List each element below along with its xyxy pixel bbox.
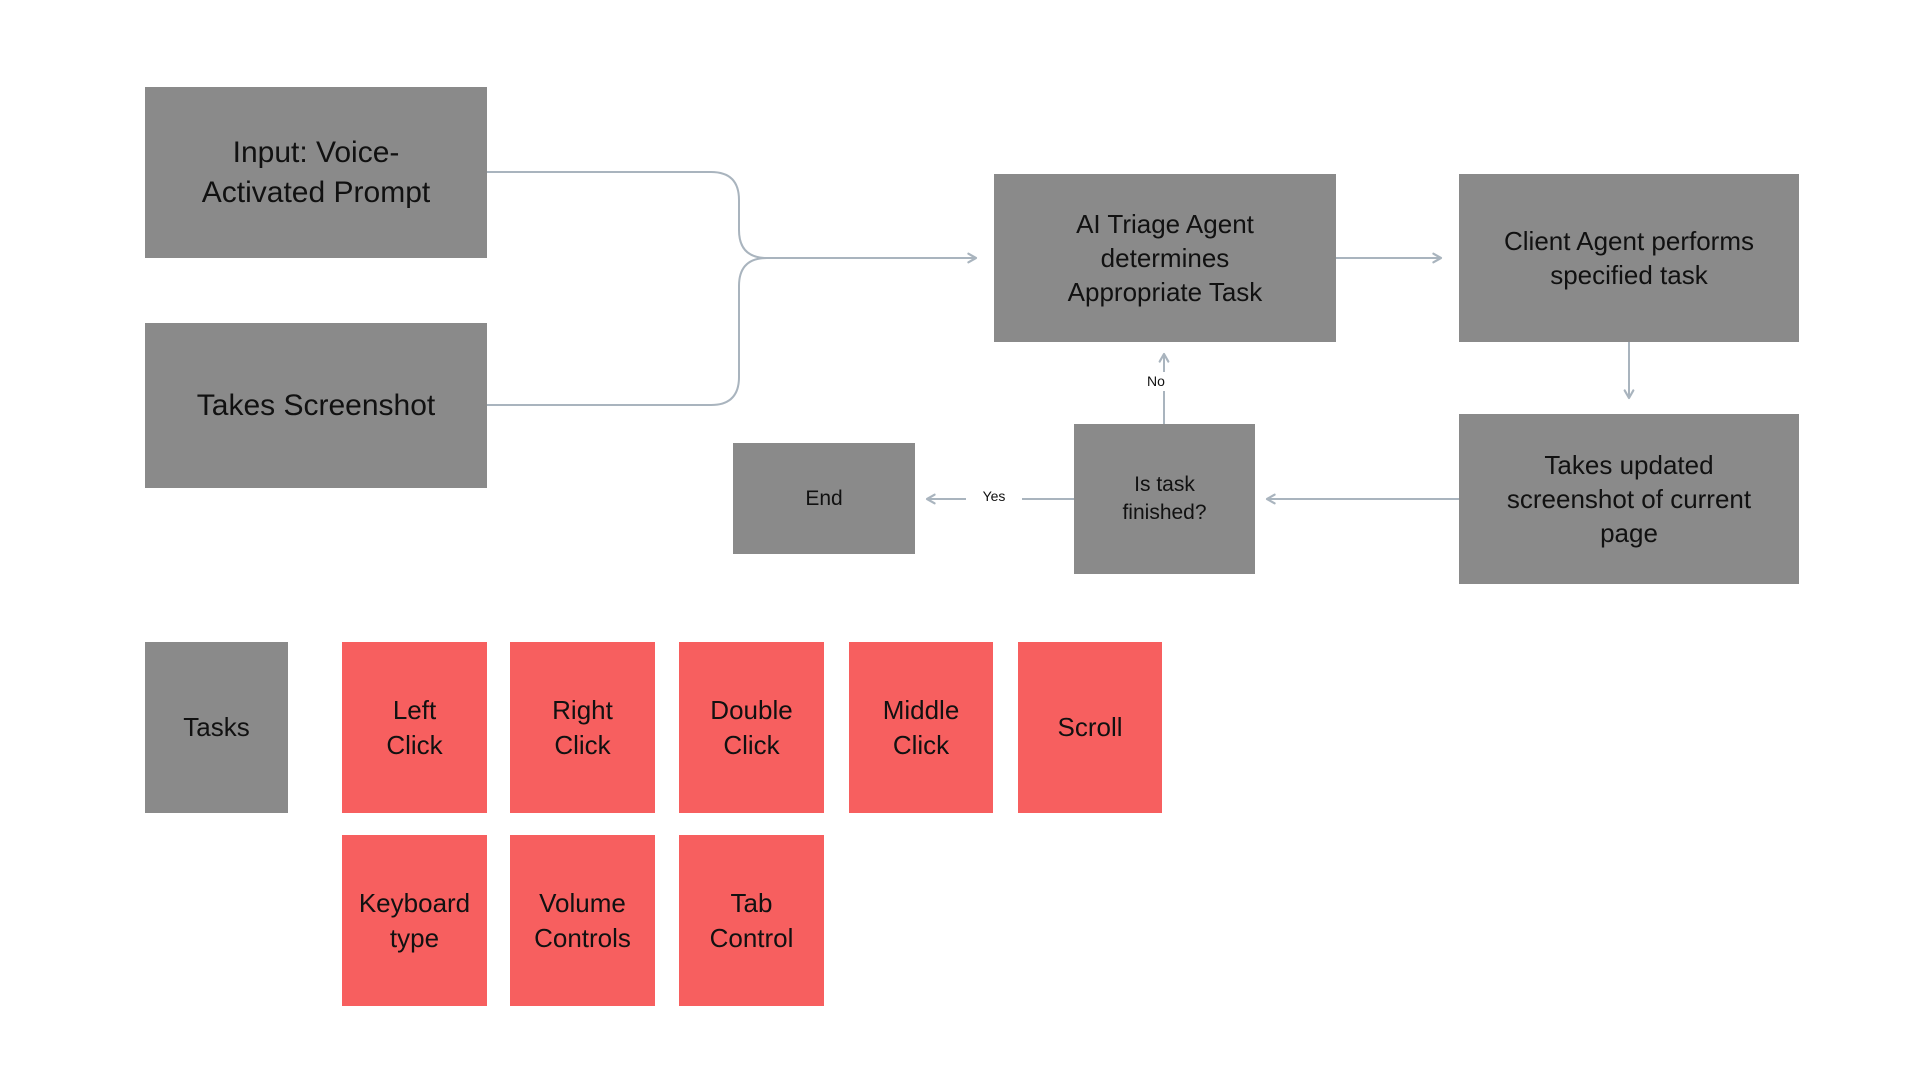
node-label: Client Agent performs specified task: [1503, 225, 1754, 290]
edge-label-yes: Yes: [966, 487, 1022, 506]
task-scroll: Scroll: [1018, 642, 1162, 813]
node-label: Scroll: [1057, 712, 1123, 743]
edge-screenshot-to-junction: [487, 257, 768, 406]
node-label: Tasks: [183, 712, 250, 743]
node-takes-screenshot: Takes Screenshot: [145, 323, 487, 488]
node-client-agent: Client Agent performs specified task: [1459, 174, 1799, 342]
node-label: Middle Click: [882, 695, 960, 760]
node-label: Volume Controls: [534, 888, 631, 953]
node-label: Keyboard type: [358, 888, 471, 953]
edge-input-to-triage: [487, 171, 978, 264]
node-label: Is task finished?: [1122, 473, 1207, 524]
node-end: End: [733, 443, 915, 554]
node-input-voice-prompt: Input: Voice- Activated Prompt: [145, 87, 487, 258]
node-takes-updated-screenshot: Takes updated screenshot of current page: [1459, 414, 1799, 584]
node-label: Tab Control: [709, 888, 794, 953]
task-left-click: Left Click: [342, 642, 487, 813]
task-middle-click: Middle Click: [849, 642, 993, 813]
task-right-click: Right Click: [510, 642, 655, 813]
task-double-click: Double Click: [679, 642, 824, 813]
node-label: End: [805, 486, 843, 510]
node-label: Right Click: [552, 695, 613, 760]
task-tab-control: Tab Control: [679, 835, 824, 1006]
node-label: Takes updated screenshot of current page: [1506, 449, 1752, 549]
node-is-task-finished: Is task finished?: [1074, 424, 1255, 574]
node-label: Double Click: [710, 695, 793, 760]
tasks-legend-header: Tasks: [145, 642, 288, 813]
node-label: AI Triage Agent determines Appropriate T…: [1067, 208, 1263, 308]
node-label: Left Click: [386, 695, 443, 760]
task-keyboard-type: Keyboard type: [342, 835, 487, 1006]
node-ai-triage-agent: AI Triage Agent determines Appropriate T…: [994, 174, 1336, 342]
edge-label-no: No: [1132, 372, 1180, 391]
task-volume-controls: Volume Controls: [510, 835, 655, 1006]
node-label: Takes Screenshot: [196, 388, 436, 422]
node-label: Input: Voice- Activated Prompt: [201, 135, 431, 209]
